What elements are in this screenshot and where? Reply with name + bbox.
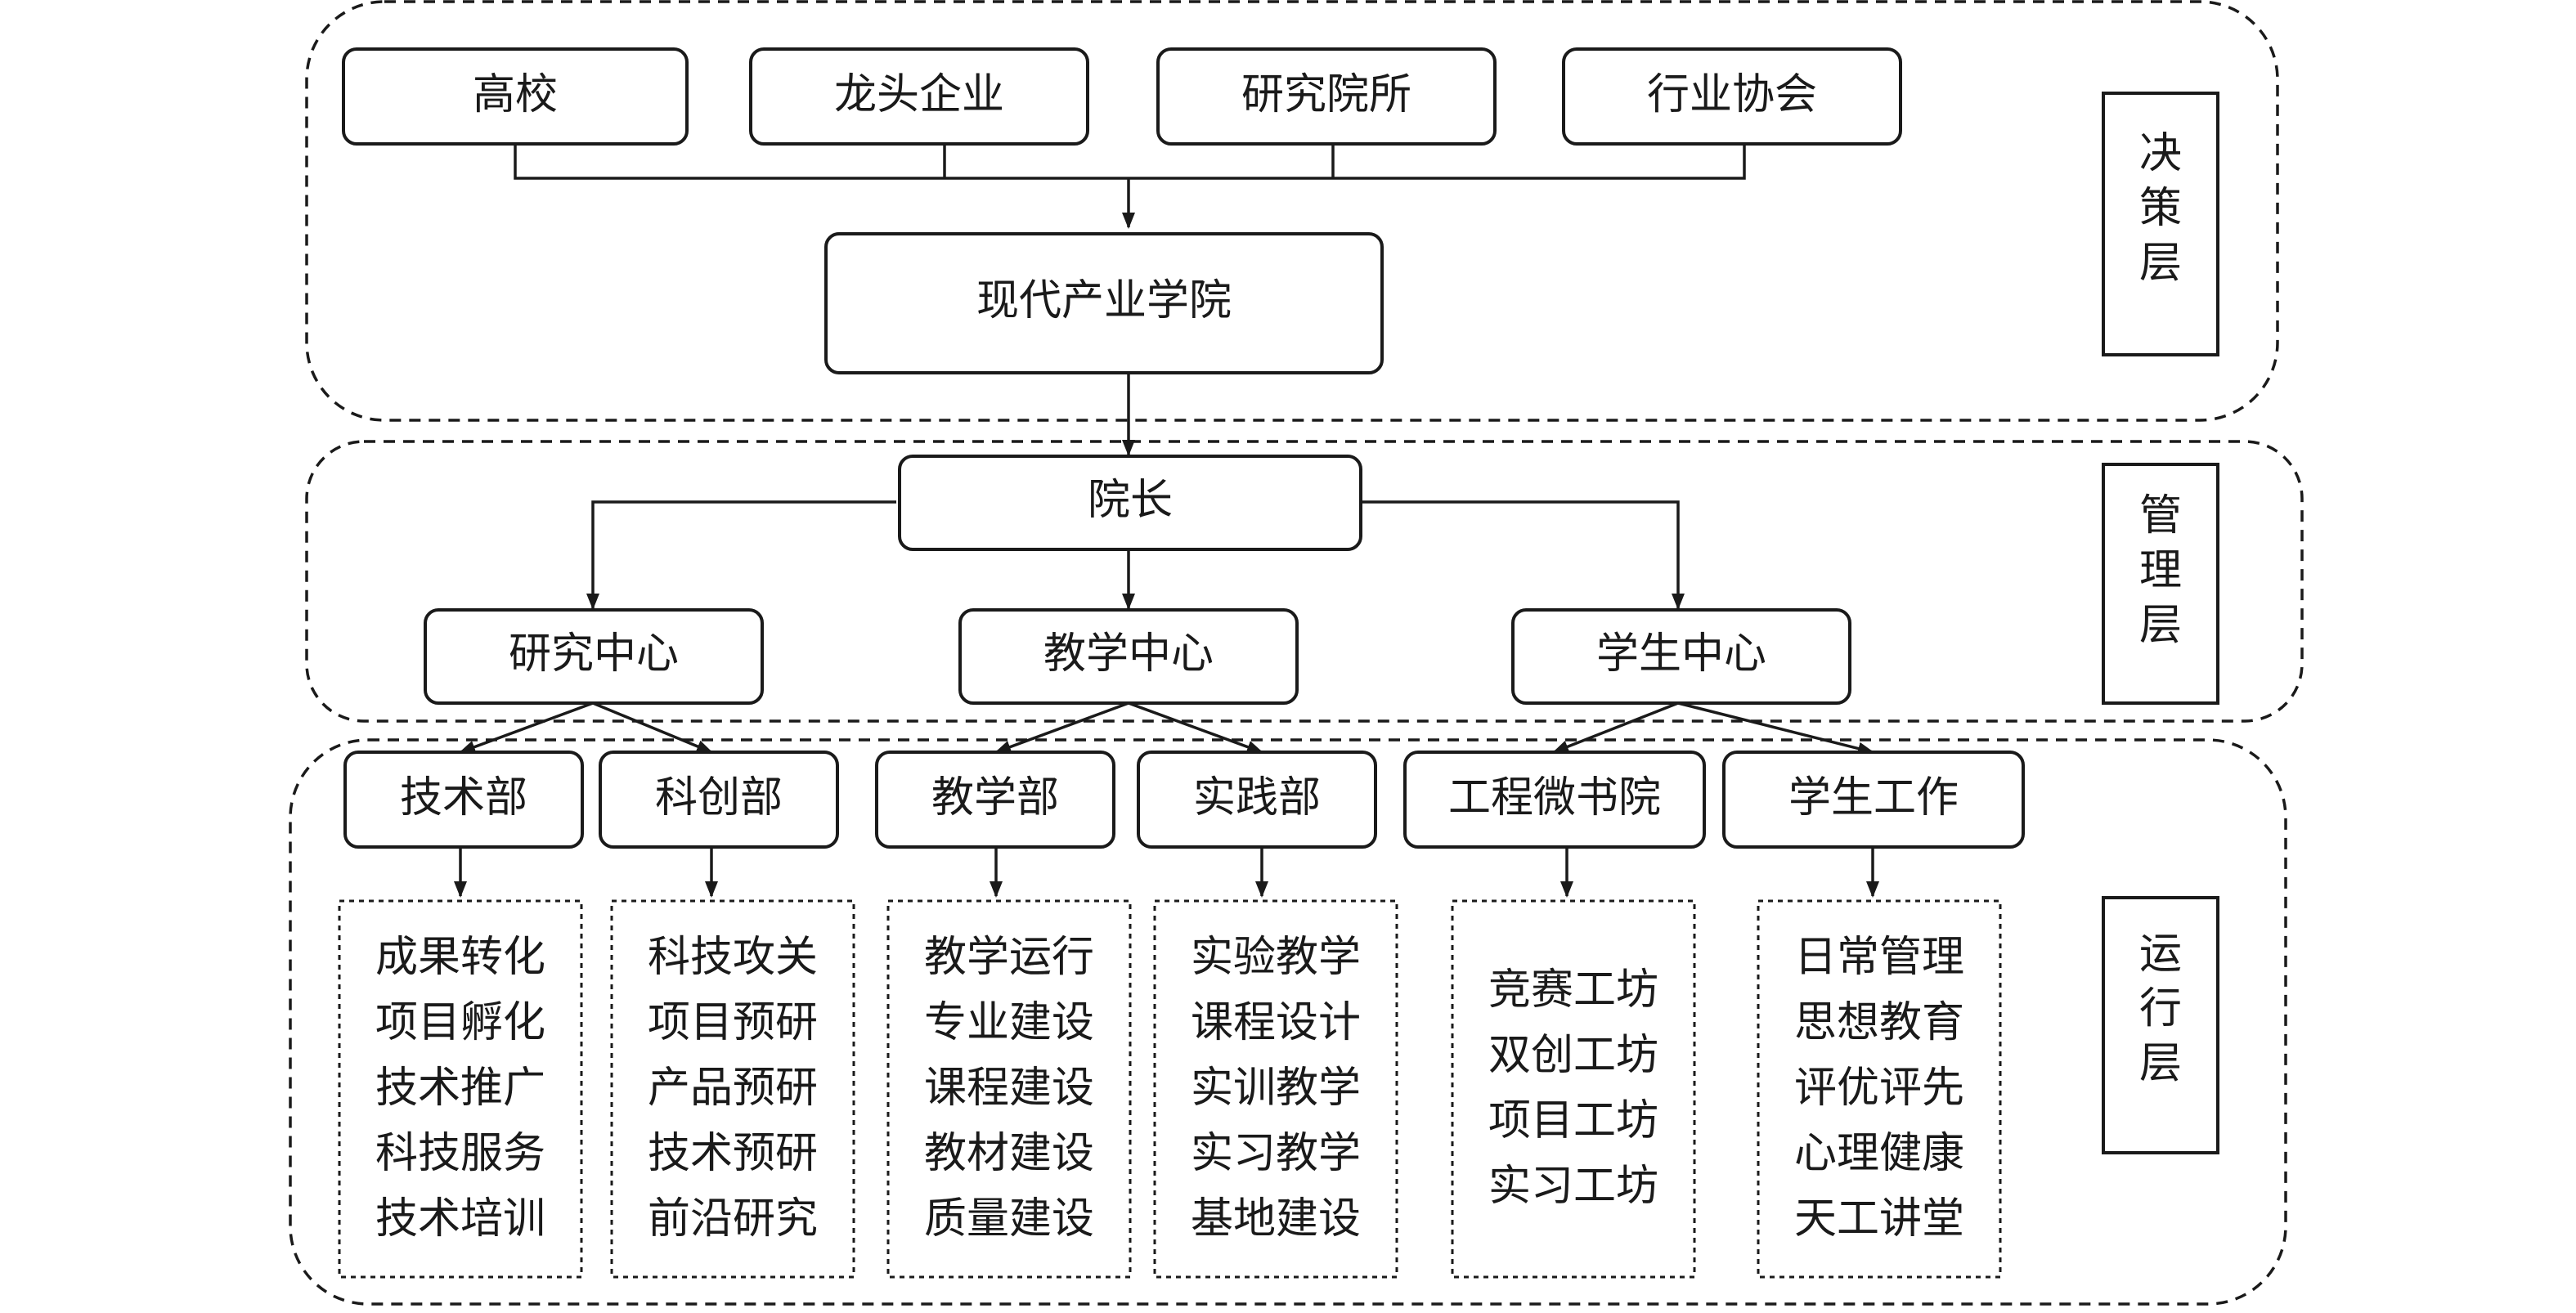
svg-text:研究中心: 研究中心 [509,630,679,679]
list-item: 项目工坊 [1488,1096,1658,1145]
department-to-duties-arrows [454,847,1879,898]
management-layer-label: 管 理 层 [2102,463,2219,705]
decision-layer-frame [305,0,2279,422]
list-item: 技术预研 [648,1129,818,1178]
svg-text:现代产业学院: 现代产业学院 [976,276,1232,325]
student-center-node: 学生中心 [1511,608,1851,705]
svg-text:技术部: 技术部 [400,773,527,822]
partner-research-institute: 研究院所 [1156,47,1497,146]
teaching-dept-node: 教学部 [875,751,1115,849]
list-item: 专业建设 [924,998,1094,1047]
list-item: 评优评先 [1794,1064,1964,1113]
list-item: 教材建设 [924,1129,1094,1178]
list-item: 科技攻关 [648,933,818,982]
list-item: 实习教学 [1191,1129,1361,1178]
list-item: 课程建设 [924,1064,1094,1113]
dean-to-center-arrows [586,500,1685,610]
partner-university: 高校 [342,47,689,146]
list-item: 成果转化 [375,933,545,982]
list-item: 科技服务 [375,1129,545,1178]
svg-text:学生工作: 学生工作 [1788,773,1959,822]
svg-text:院长: 院长 [1088,476,1173,525]
svg-text:层: 层 [2139,601,2182,650]
list-item: 质量建设 [924,1194,1094,1244]
innovation-duties-list: 科技攻关 项目预研 产品预研 技术预研 前沿研究 [610,899,855,1279]
svg-text:教学部: 教学部 [931,773,1059,822]
svg-text:运: 运 [2139,930,2182,979]
list-item: 心理健康 [1794,1129,1964,1178]
list-item: 前沿研究 [648,1194,818,1244]
operation-layer-frame [289,738,2287,1306]
svg-text:工程微书院: 工程微书院 [1448,773,1661,822]
svg-text:管: 管 [2139,491,2182,540]
svg-text:龙头企业: 龙头企业 [834,70,1004,119]
list-item: 产品预研 [648,1064,818,1113]
workshop-duties-list: 竞赛工坊 双创工坊 项目工坊 实习工坊 [1451,899,1696,1279]
list-item: 项目孵化 [375,998,545,1047]
svg-text:学生中心: 学生中心 [1596,630,1766,679]
list-item: 思想教育 [1794,998,1964,1047]
dean-node: 院长 [898,455,1362,551]
teaching-duties-list: 教学运行 专业建设 课程建设 教材建设 质量建设 [886,899,1132,1279]
student-work-duties-list: 日常管理 思想教育 评优评先 心理健康 天工讲堂 [1757,899,2002,1279]
list-item: 实习工坊 [1488,1162,1658,1211]
student-affairs-node: 学生工作 [1722,751,2025,849]
svg-text:教学中心: 教学中心 [1043,630,1214,679]
list-item: 实验教学 [1191,933,1361,982]
list-item: 课程设计 [1191,998,1361,1047]
technology-duties-list: 成果转化 项目孵化 技术推广 科技服务 技术培训 [338,899,583,1279]
svg-text:层: 层 [2139,1039,2182,1088]
innovation-dept-node: 科创部 [599,751,839,849]
operation-layer-label: 运 行 层 [2102,896,2219,1154]
svg-text:策: 策 [2139,184,2182,233]
list-item: 技术培训 [375,1194,545,1244]
list-item: 竞赛工坊 [1488,966,1658,1015]
teaching-center-node: 教学中心 [958,608,1299,705]
partner-connectors [514,144,1746,229]
svg-text:实践部: 实践部 [1193,773,1321,822]
list-item: 天工讲堂 [1794,1194,1964,1244]
list-item: 双创工坊 [1488,1031,1658,1080]
center-to-department-arrows [459,701,1874,755]
svg-text:高校: 高校 [473,70,558,119]
svg-text:科创部: 科创部 [655,773,783,822]
practice-duties-list: 实验教学 课程设计 实训教学 实习教学 基地建设 [1153,899,1398,1279]
technology-dept-node: 技术部 [343,751,584,849]
decision-layer-label: 决 策 层 [2102,92,2219,356]
list-item: 教学运行 [924,933,1094,982]
svg-text:行业协会: 行业协会 [1647,70,1817,119]
svg-text:理: 理 [2139,546,2182,595]
management-layer-frame [305,440,2304,723]
partner-industry-association: 行业协会 [1562,47,1902,146]
partner-leading-enterprise: 龙头企业 [749,47,1089,146]
practice-dept-node: 实践部 [1137,751,1377,849]
research-center-node: 研究中心 [424,608,764,705]
svg-text:行: 行 [2139,984,2182,1033]
list-item: 日常管理 [1794,933,1964,982]
engineering-college-node: 工程微书院 [1403,751,1706,849]
list-item: 基地建设 [1191,1194,1361,1244]
institute-node: 现代产业学院 [824,232,1384,374]
svg-text:决: 决 [2139,129,2182,178]
list-item: 技术推广 [375,1064,545,1113]
list-item: 项目预研 [648,998,818,1047]
list-item: 实训教学 [1191,1064,1361,1113]
svg-text:研究院所: 研究院所 [1241,70,1411,119]
svg-text:层: 层 [2139,239,2182,288]
